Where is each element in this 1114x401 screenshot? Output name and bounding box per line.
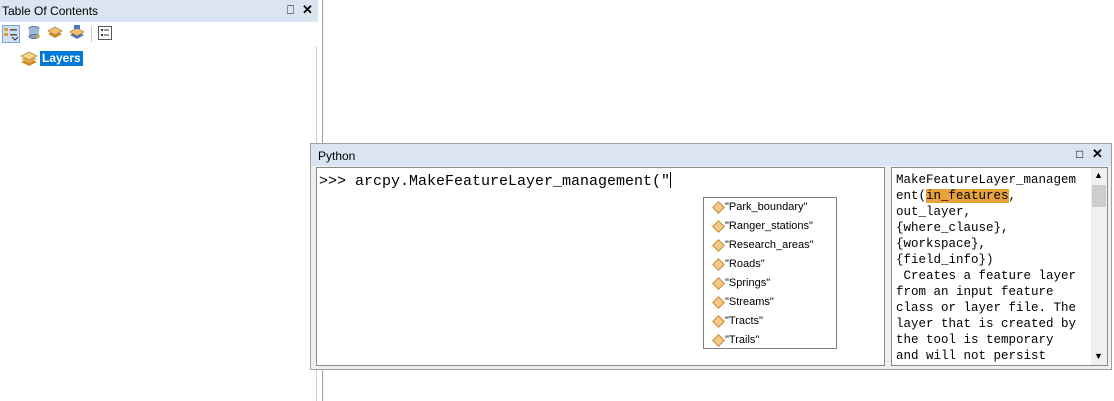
help-line-1: MakeFeatureLayer_managem [896, 173, 1077, 187]
help-line-2-post: , [1008, 189, 1017, 203]
toc-toolbar [0, 22, 318, 46]
autocomplete-item[interactable]: "Springs" [704, 274, 836, 293]
autocomplete-item[interactable]: "Research_areas" [704, 236, 836, 255]
autocomplete-item-label: "Trails" [725, 334, 760, 346]
toolbar-separator [91, 26, 92, 42]
python-titlebar: Python □ ✕ [311, 144, 1111, 166]
drawing-order-icon [4, 28, 19, 41]
autocomplete-item[interactable]: "Tracts" [704, 312, 836, 331]
list-by-selection-button[interactable] [69, 25, 87, 43]
help-scrollbar[interactable]: ▲ ▼ [1091, 168, 1107, 365]
autocomplete-item-label: "Ranger_stations" [725, 220, 813, 232]
layer-diamond-icon [712, 220, 725, 233]
toc-titlebar: Table Of Contents ⎕ ✕ [0, 0, 318, 22]
autocomplete-item[interactable]: "Park_boundary" [704, 198, 836, 217]
autocomplete-item-label: "Roads" [725, 258, 765, 270]
layer-diamond-icon [712, 239, 725, 252]
list-by-drawing-order-button[interactable] [2, 25, 20, 43]
table-of-contents-panel: Table Of Contents ⎕ ✕ [0, 0, 318, 401]
python-command-input[interactable]: >>> arcpy.MakeFeatureLayer_management(" … [316, 167, 885, 366]
layer-diamond-icon [712, 258, 725, 271]
layer-diamond-icon [712, 201, 725, 214]
autocomplete-item-label: "Tracts" [725, 315, 763, 327]
autocomplete-item[interactable]: "Roads" [704, 255, 836, 274]
options-list-icon [98, 26, 112, 40]
layers-visibility-icon [47, 26, 63, 38]
python-window: Python □ ✕ >>> arcpy.MakeFeatureLayer_ma… [310, 143, 1112, 370]
layers-icon [20, 51, 38, 66]
layers-label[interactable]: Layers [40, 51, 83, 66]
close-icon[interactable]: ✕ [1092, 146, 1103, 161]
autocomplete-item[interactable]: "Streams" [704, 293, 836, 312]
scroll-down-icon[interactable]: ▼ [1094, 351, 1103, 361]
help-body: out_layer, {where_clause}, {workspace}, … [896, 205, 1077, 363]
python-help-panel: MakeFeatureLayer_managem ent(in_features… [891, 167, 1108, 366]
autocomplete-item-label: "Streams" [725, 296, 774, 308]
pin-icon[interactable]: ⎕ [287, 3, 295, 17]
layers-selection-icon [69, 25, 85, 39]
autocomplete-list[interactable]: "Park_boundary" "Ranger_stations" "Resea… [703, 197, 837, 349]
autocomplete-item-label: "Springs" [725, 277, 771, 289]
layer-diamond-icon [712, 277, 725, 290]
layer-diamond-icon [712, 334, 725, 347]
autocomplete-item[interactable]: "Trails" [704, 331, 836, 350]
highlighted-parameter: in_features [926, 189, 1009, 203]
scroll-thumb[interactable] [1092, 185, 1106, 207]
help-line-2-pre: ent( [896, 189, 927, 203]
prompt-text: >>> arcpy.MakeFeatureLayer_management(" [319, 173, 671, 190]
toc-tree: Layers [0, 46, 317, 401]
scroll-up-icon[interactable]: ▲ [1094, 170, 1103, 180]
maximize-icon[interactable]: □ [1076, 147, 1084, 161]
list-by-source-button[interactable] [26, 25, 44, 43]
database-icon [28, 26, 40, 39]
python-prompt: >>> arcpy.MakeFeatureLayer_management(" [319, 172, 672, 190]
close-icon[interactable]: ✕ [302, 2, 313, 17]
python-title: Python [318, 149, 356, 163]
toc-title: Table Of Contents [2, 4, 99, 18]
layer-diamond-icon [712, 315, 725, 328]
layer-diamond-icon [712, 296, 725, 309]
autocomplete-item[interactable]: "Ranger_stations" [704, 217, 836, 236]
options-button[interactable] [97, 25, 115, 43]
help-text: MakeFeatureLayer_managem ent(in_features… [896, 172, 1092, 364]
autocomplete-item-label: "Park_boundary" [725, 201, 808, 213]
autocomplete-item-label: "Research_areas" [725, 239, 814, 251]
list-by-visibility-button[interactable] [47, 25, 65, 43]
text-caret [670, 172, 672, 188]
